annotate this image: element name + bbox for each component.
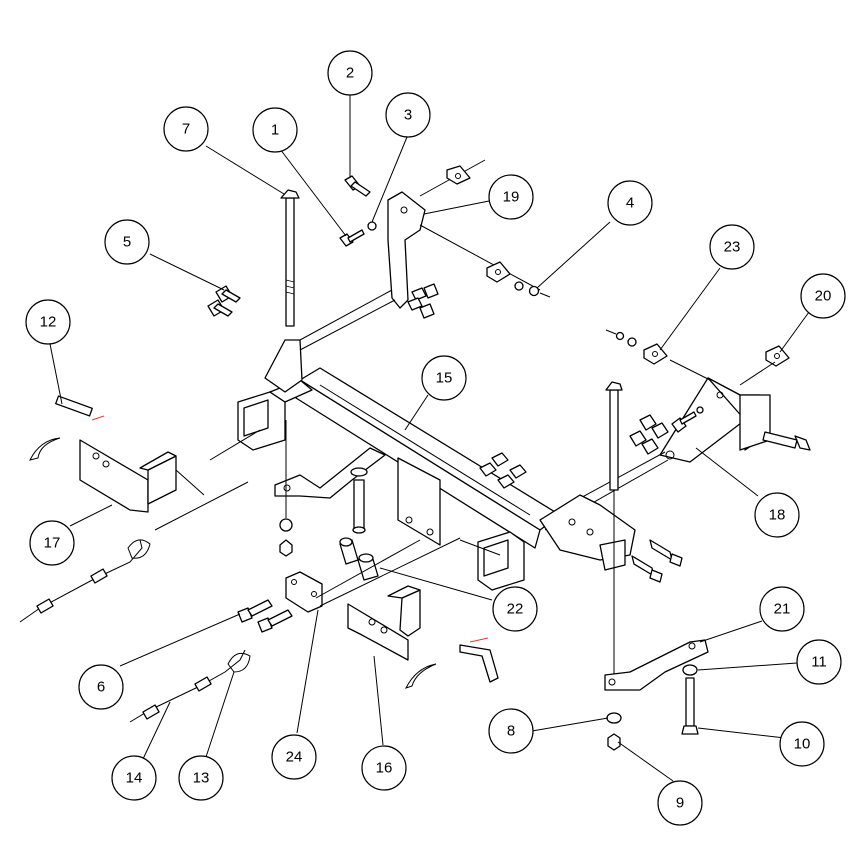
callout-21: 21 [759,586,805,632]
callout-label: 18 [769,507,786,524]
callout-label: 13 [193,770,210,787]
callout-19: 19 [488,174,534,220]
callout-label: 11 [811,654,827,671]
safety-cables [19,539,251,723]
callout-9: 9 [657,780,703,826]
callout-11: 11 [796,639,842,685]
lower-right-bracket [604,639,709,751]
callout-label: 16 [376,760,393,777]
callout-label: 12 [40,314,57,331]
callout-label: 1 [271,122,279,139]
spacers [339,537,379,581]
right-upright-bracket [539,494,636,571]
right-frame-arm [539,377,771,531]
callout-label: 22 [507,601,524,618]
receiver-17 [29,395,205,513]
callout-10: 10 [779,721,825,767]
callout-label: 24 [286,749,303,766]
callout-12: 12 [25,299,71,345]
callout-6: 6 [78,664,124,710]
callout-label: 19 [503,189,520,206]
callout-label: 3 [404,107,412,124]
callout-label: 8 [507,723,515,740]
callout-14: 14 [111,755,157,801]
callout-2: 2 [327,50,373,96]
callout-8: 8 [488,708,534,754]
callouts: 1 2 3 4 5 6 7 8 9 10 11 12 13 14 15 16 1… [25,50,846,826]
callout-18: 18 [754,492,800,538]
assembly-lines [154,359,776,556]
callout-13: 13 [178,755,224,801]
bracket-24 [237,537,461,633]
callout-1: 1 [252,107,298,153]
square-plate-23 [643,343,668,365]
square-plate-top [446,165,471,185]
callout-24: 24 [271,734,317,780]
main-cross-tube [237,339,561,591]
callout-3: 3 [385,92,431,138]
callout-20: 20 [800,273,846,319]
callout-15: 15 [421,355,467,401]
callout-16: 16 [361,745,407,791]
callout-label: 17 [44,535,61,552]
square-plate-19-lower [486,261,511,283]
callout-label: 9 [676,795,684,812]
callout-label: 7 [182,121,190,138]
callout-17: 17 [29,520,75,566]
callout-7: 7 [163,106,209,152]
callout-label: 4 [626,195,634,212]
callout-label: 20 [815,288,832,305]
callout-23: 23 [709,224,755,270]
callout-label: 14 [126,770,143,787]
callout-5: 5 [104,219,150,265]
callout-4: 4 [607,180,653,226]
callout-label: 2 [346,65,354,82]
callout-label: 5 [123,234,131,251]
receiver-16 [347,585,499,689]
callout-label: 15 [436,370,453,387]
hardware [207,175,811,690]
left-vertical-plate [299,159,541,351]
callout-22: 22 [492,586,538,632]
callout-label: 23 [724,239,741,256]
square-plate-20 [765,345,790,367]
callout-label: 10 [794,736,811,753]
callout-label: 6 [97,679,105,696]
callout-label: 21 [774,601,791,618]
